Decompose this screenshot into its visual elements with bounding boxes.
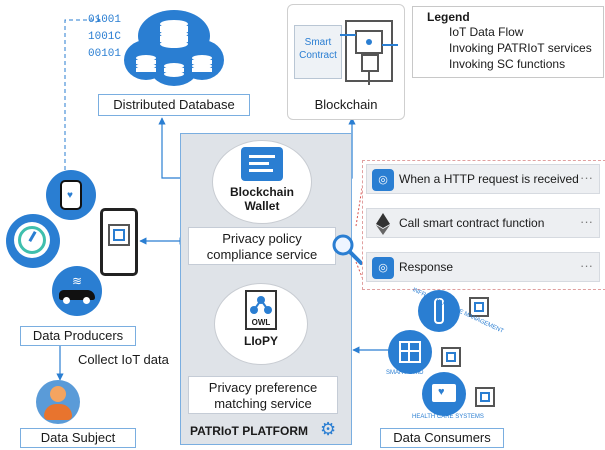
privacy-policy-service: Privacy policy compliance service xyxy=(188,227,336,265)
gauge-icon xyxy=(6,214,60,268)
www-icon: ◎ xyxy=(372,169,394,191)
arc-label-smart-grid: SMART GRID xyxy=(386,370,424,376)
smartphone-icon xyxy=(100,208,138,276)
smartwatch-icon: ♥ xyxy=(46,170,96,220)
bits-line: 00101 xyxy=(88,48,122,60)
flow-step-http: ◎ When a HTTP request is received ··· xyxy=(366,164,600,194)
circuit-icon xyxy=(469,297,489,317)
binary-stream: 01001 1001C 00101 xyxy=(88,12,121,63)
flow-step-response: ◎ Response ··· xyxy=(366,252,600,282)
flow-step-label: Call smart contract function xyxy=(399,216,545,230)
ethereum-icon xyxy=(376,213,390,235)
data-consumers-label: Data Consumers xyxy=(380,428,504,448)
infrastructure-icon xyxy=(418,290,460,332)
collect-iot-label: Collect IoT data xyxy=(78,352,169,367)
health-care-icon: ♥ xyxy=(422,372,466,416)
circuit-icon xyxy=(441,347,461,367)
privacy-preference-service: Privacy preference matching service xyxy=(188,376,338,414)
legend-item-services: Invoking PATRIoT services xyxy=(449,41,592,55)
www-icon: ◎ xyxy=(372,257,394,279)
arc-label-health: HEALTH CARE SYSTEMS xyxy=(412,414,484,420)
iot-flow-dashed xyxy=(64,20,100,170)
data-subject-label: Data Subject xyxy=(20,428,136,448)
circuit-icon xyxy=(475,387,495,407)
legend-item-iot: IoT Data Flow xyxy=(449,25,524,39)
gear-icon: ⚙ xyxy=(320,419,337,439)
flow-step-call: Call smart contract function ··· xyxy=(366,208,600,238)
blockchain-label: Blockchain xyxy=(314,97,378,112)
more-icon: ··· xyxy=(580,258,593,273)
person-icon xyxy=(36,380,80,424)
wallet-label-2: Wallet xyxy=(244,199,280,213)
legend-title: Legend xyxy=(427,10,470,24)
connected-car-icon: ≋ xyxy=(52,266,102,316)
magnifier-icon xyxy=(332,234,363,265)
distributed-database-label: Distributed Database xyxy=(98,94,250,116)
bits-line: 1001C xyxy=(88,31,122,43)
owl-document-icon: OWL xyxy=(245,290,277,330)
wallet-icon xyxy=(241,147,283,181)
flow-step-label: Response xyxy=(399,260,454,274)
legend: Legend IoT Data Flow Invoking PATRIoT se… xyxy=(412,6,604,78)
database-cloud-icon xyxy=(124,10,224,86)
bits-line: 01001 xyxy=(88,14,122,26)
smart-grid-icon xyxy=(388,330,432,374)
liopy-label: LIoPY xyxy=(243,334,278,348)
platform-label: PATRIoT PLATFORM xyxy=(190,424,308,438)
blockchain-node: Smart Contract Blockchain xyxy=(287,4,405,120)
owl-label: OWL xyxy=(251,318,271,327)
liopy-module: OWL LIoPY xyxy=(214,283,308,365)
data-producers-label: Data Producers xyxy=(20,326,136,346)
blockchain-wallet: Blockchain Wallet xyxy=(212,140,312,224)
legend-item-sc: Invoking SC functions xyxy=(449,57,566,71)
more-icon: ··· xyxy=(580,170,593,185)
wallet-label-1: Blockchain xyxy=(229,185,295,199)
flow-step-label: When a HTTP request is received xyxy=(399,172,579,186)
more-icon: ··· xyxy=(580,214,593,229)
smart-contract-doc: Smart Contract xyxy=(294,25,342,79)
blockchain-circuit-icon xyxy=(340,20,398,85)
